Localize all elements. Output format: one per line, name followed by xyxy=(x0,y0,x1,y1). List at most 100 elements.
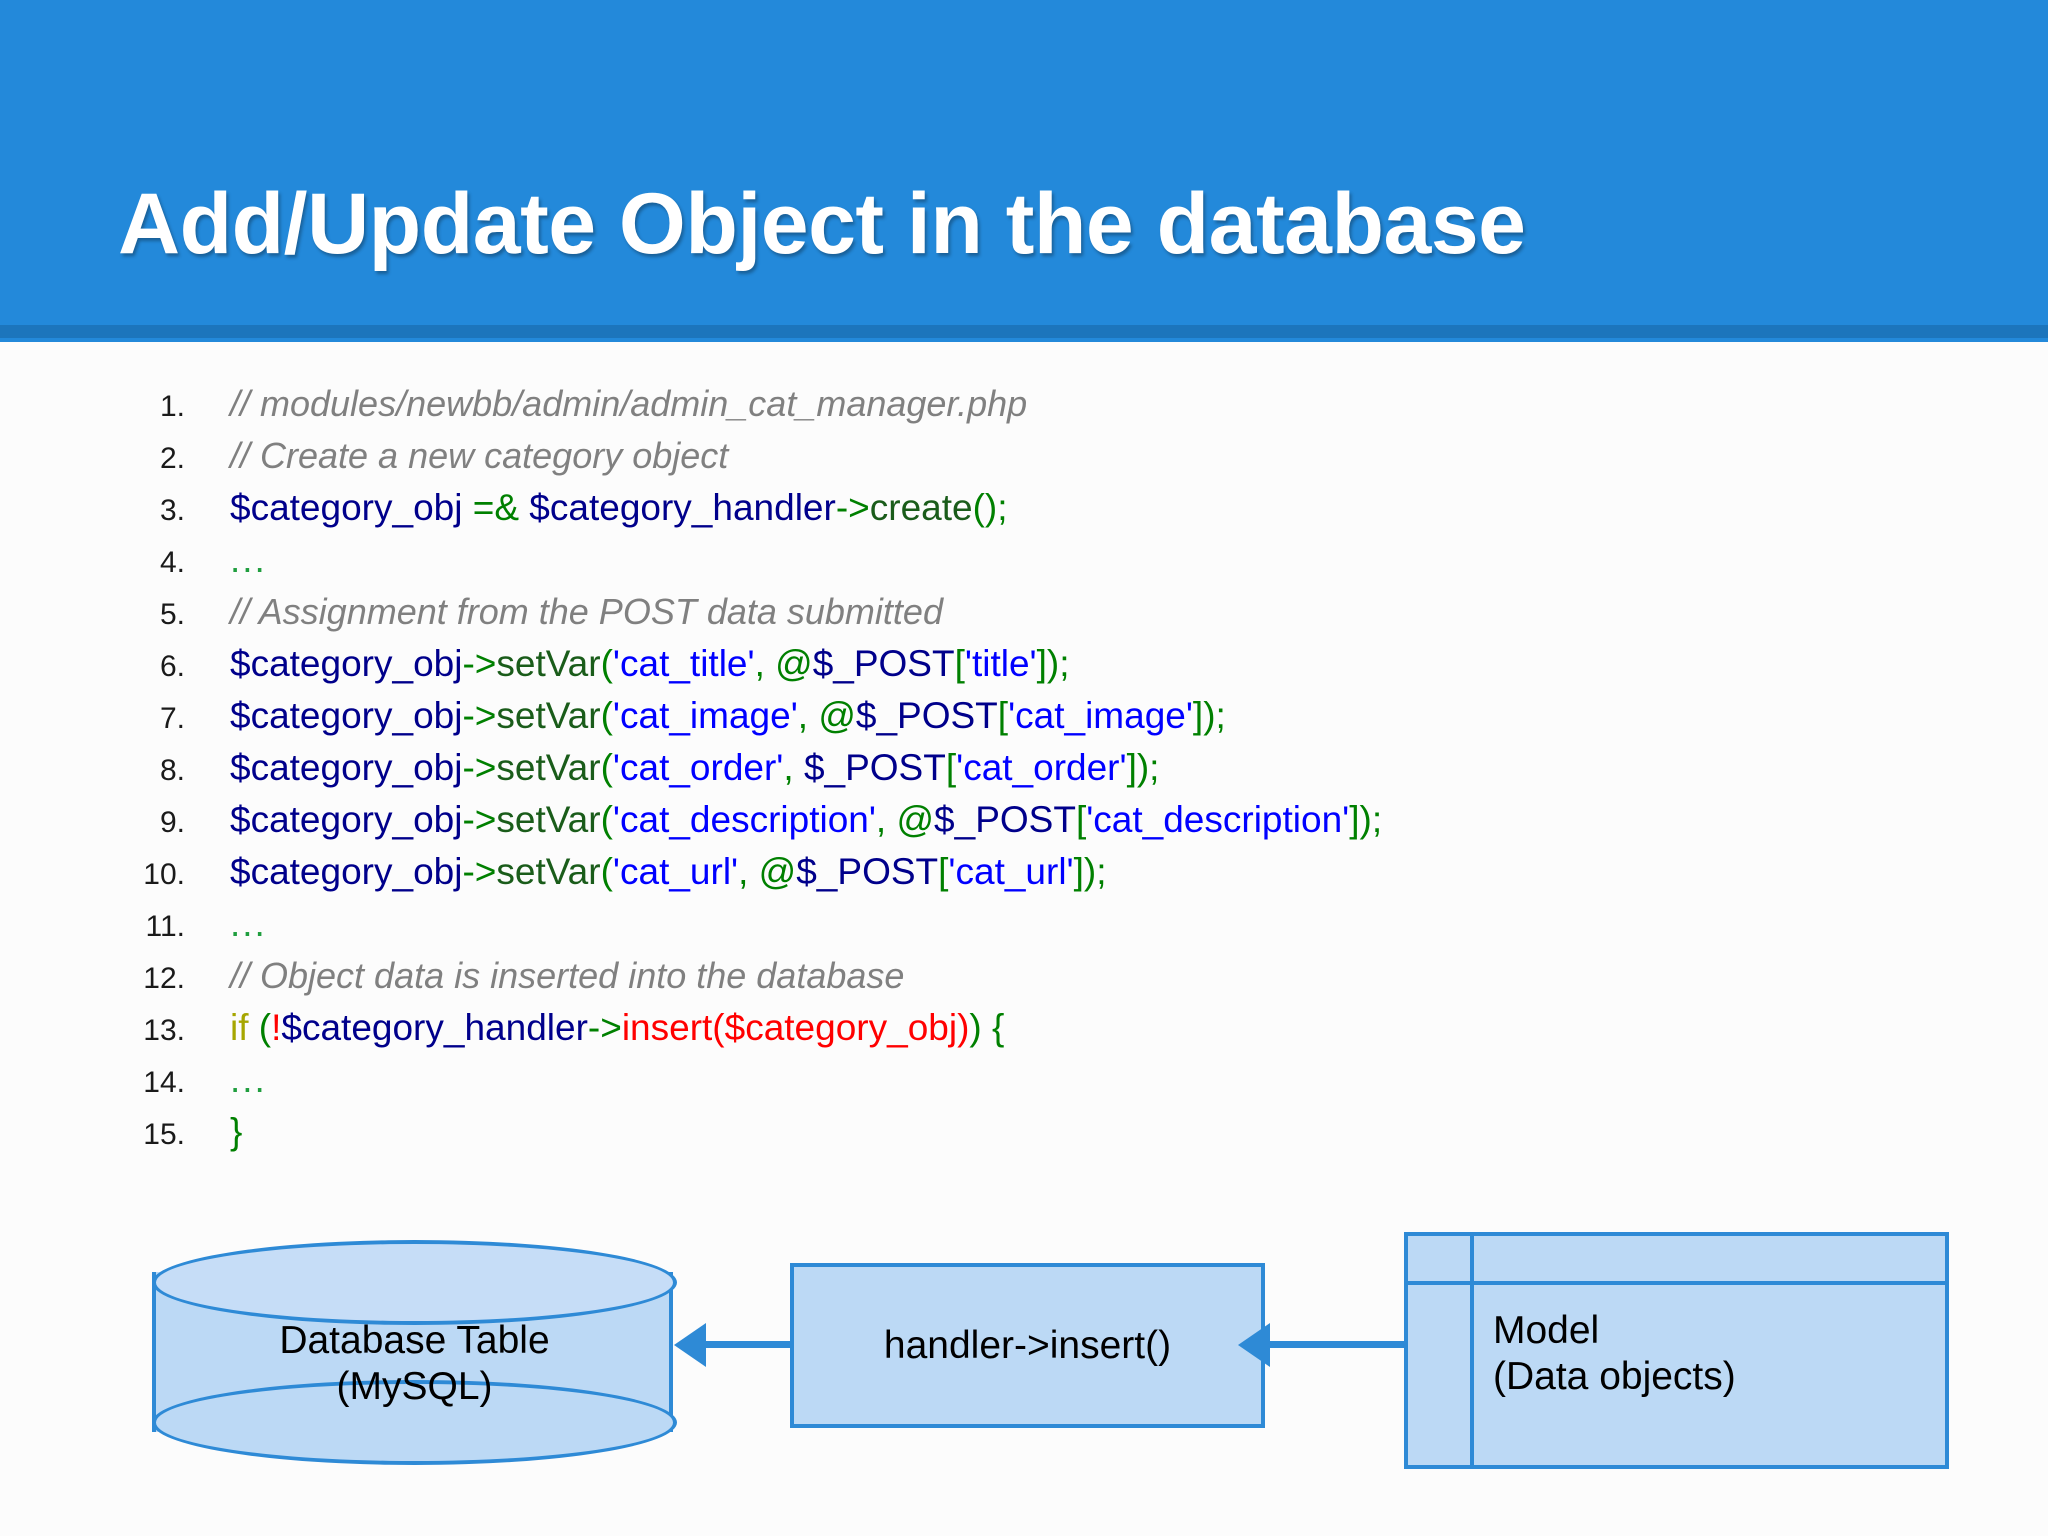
code-token: ]); xyxy=(1073,851,1107,892)
code-line-content: $category_obj->setVar('cat_image', @$_PO… xyxy=(185,695,1226,737)
model-column-divider xyxy=(1470,1236,1474,1465)
code-token: ]); xyxy=(1126,747,1160,788)
code-token: -> xyxy=(462,851,497,892)
page-title: Add/Update Object in the database xyxy=(118,176,1526,272)
arrow-model-to-handler-head-icon xyxy=(1238,1323,1270,1367)
code-token: ( xyxy=(600,799,613,840)
model-label-line2: (Data objects) xyxy=(1493,1355,1736,1399)
database-cylinder-shape: Database Table (MySQL) xyxy=(152,1240,677,1465)
code-line-content: $category_obj->setVar('cat_url', @$_POST… xyxy=(185,851,1107,893)
code-token: $_POST xyxy=(796,851,939,892)
model-table-shape: Model (Data objects) xyxy=(1404,1232,1949,1469)
code-token: $category_obj xyxy=(230,747,463,788)
code-line-number: 5. xyxy=(159,598,185,631)
code-line: 1.// modules/newbb/admin/admin_cat_manag… xyxy=(0,383,2048,435)
code-token: 'cat_image' xyxy=(1008,695,1193,736)
code-token: @ xyxy=(896,799,935,840)
slide-header-banner xyxy=(0,0,2048,325)
code-token: } xyxy=(230,1111,243,1152)
code-token: $category_obj xyxy=(230,487,473,528)
code-token: ... xyxy=(230,539,267,580)
code-token: $category_obj xyxy=(230,851,463,892)
code-token: @ xyxy=(775,643,813,684)
code-token: -> xyxy=(462,799,497,840)
code-line: 10.$category_obj->setVar('cat_url', @$_P… xyxy=(0,851,2048,903)
code-token: setVar xyxy=(496,747,601,788)
code-line-number: 12. xyxy=(143,962,185,995)
code-token: ... xyxy=(230,903,267,944)
cylinder-bottom-ellipse xyxy=(152,1380,677,1465)
code-token: -> xyxy=(835,487,870,528)
handler-insert-box: handler->insert() xyxy=(790,1263,1265,1428)
code-token: 'cat_description' xyxy=(1086,799,1350,840)
header-underbar-lip xyxy=(0,338,2048,342)
code-line-number: 8. xyxy=(159,754,185,787)
code-token: // Object data is inserted into the data… xyxy=(230,955,905,996)
code-token: , xyxy=(754,643,776,684)
arrow-model-to-handler-line xyxy=(1270,1341,1404,1348)
code-token: ! xyxy=(271,1007,282,1048)
code-line-number: 10. xyxy=(143,858,185,891)
code-line-content: } xyxy=(185,1111,242,1153)
code-line-number: 9. xyxy=(159,806,185,839)
code-token: $_POST xyxy=(855,695,998,736)
database-label-line1: Database Table xyxy=(279,1319,550,1362)
code-line: 3.$category_obj =& $category_handler->cr… xyxy=(0,487,2048,539)
code-line: 6.$category_obj->setVar('cat_title', @$_… xyxy=(0,643,2048,695)
code-listing: 1.// modules/newbb/admin/admin_cat_manag… xyxy=(0,383,2048,1163)
code-line-content: // Object data is inserted into the data… xyxy=(185,955,904,997)
code-line-number: 14. xyxy=(143,1066,185,1099)
code-token: @ xyxy=(758,851,797,892)
code-line-content: ... xyxy=(185,903,267,945)
code-token: 'cat_url' xyxy=(612,851,739,892)
handler-insert-label: handler->insert() xyxy=(883,1323,1172,1367)
code-token: ( xyxy=(600,643,613,684)
code-token: setVar xyxy=(496,799,601,840)
code-token: $category_handler xyxy=(281,1007,588,1048)
code-token: // Create a new category object xyxy=(230,435,729,476)
code-token: // Assignment from the POST data submitt… xyxy=(230,591,943,632)
code-line-content: // Assignment from the POST data submitt… xyxy=(185,591,943,633)
code-line: 9. $category_obj->setVar( 'cat_description… xyxy=(0,799,2048,851)
code-token: ... xyxy=(230,1059,267,1100)
code-token: ( xyxy=(600,747,613,788)
code-token: create xyxy=(869,487,973,528)
code-token: { xyxy=(992,1007,1005,1048)
code-token: , xyxy=(783,747,804,788)
code-line-number: 7. xyxy=(159,702,185,735)
code-token: , xyxy=(738,851,759,892)
code-line-content: // Create a new category object xyxy=(185,435,728,477)
code-line: 14.... xyxy=(0,1059,2048,1111)
code-token: (); xyxy=(972,487,1008,528)
code-token: ( xyxy=(600,695,613,736)
code-token: $_POST xyxy=(934,799,1076,840)
code-token: [ xyxy=(954,643,965,684)
code-token: [ xyxy=(1075,799,1087,840)
code-token: 'cat_url' xyxy=(948,851,1074,892)
code-token: ]); xyxy=(1036,643,1070,684)
code-line: 5. // Assignment from the POST data submi… xyxy=(0,591,2048,643)
database-label-line2: (MySQL) xyxy=(336,1365,493,1409)
code-line-number: 13. xyxy=(143,1014,185,1047)
code-token: insert($category_obj) xyxy=(621,1007,970,1048)
code-token: $category_obj xyxy=(230,643,463,684)
code-token: setVar xyxy=(496,643,601,684)
code-line-content: $category_obj =& $category_handler->crea… xyxy=(185,487,1008,529)
model-header-divider xyxy=(1408,1281,1945,1285)
code-line-content: $category_obj->setVar( 'cat_description',… xyxy=(185,799,1382,841)
arrow-handler-to-database-head-icon xyxy=(674,1323,706,1367)
code-token: [ xyxy=(997,695,1009,736)
code-line-content: $category_obj->setVar('cat_order', $_POS… xyxy=(185,747,1159,789)
code-token: ) xyxy=(969,1007,992,1048)
code-line-content: if (!$category_handler->insert($category… xyxy=(185,1007,1004,1049)
code-token: $category_handler xyxy=(519,487,836,528)
code-token: , xyxy=(875,799,897,840)
code-token: -> xyxy=(462,747,497,788)
code-line: 12. // Object data is inserted into the d… xyxy=(0,955,2048,1007)
code-token: $category_obj xyxy=(230,799,463,840)
code-token: -> xyxy=(462,643,497,684)
architecture-diagram: Database Table (MySQL) handler->insert()… xyxy=(0,1215,2048,1536)
code-token: @ xyxy=(818,695,856,736)
code-line: 11.... xyxy=(0,903,2048,955)
code-line-content: ... xyxy=(185,539,267,581)
